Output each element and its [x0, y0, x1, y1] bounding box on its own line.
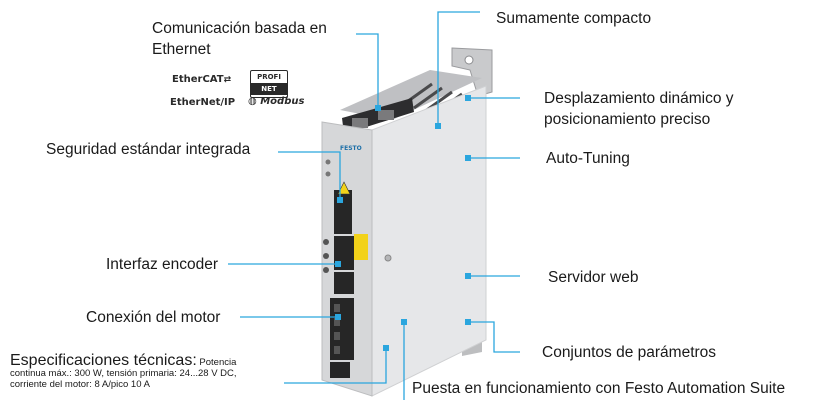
- callout-marker-encoder: [335, 261, 341, 267]
- callout-marker-motor: [335, 314, 341, 320]
- callout-line-safety: [278, 151, 341, 200]
- label-dynamic-positioning: Desplazamiento dinámico y posicionamient…: [544, 90, 734, 128]
- spec-line-1: Potencia: [199, 357, 237, 368]
- connector-screw-1: [323, 239, 329, 245]
- callout-line-compact: [437, 11, 480, 126]
- label-motor: Conexión del motor: [86, 309, 221, 326]
- callout-line-ethernet: [356, 33, 379, 108]
- connector-screw-2: [323, 253, 329, 259]
- io-connector: [334, 272, 354, 294]
- label-webserver: Servidor web: [548, 269, 639, 286]
- label-ethernet-communication: Comunicación basada en Ethernet: [152, 20, 327, 58]
- spec-line-2: continua máx.: 300 W, tensión primaria: …: [10, 368, 237, 379]
- ethernet-port-1: [352, 118, 368, 128]
- callout-marker-commissioning: [401, 319, 407, 325]
- label-commissioning: Puesta en funcionamiento con Festo Autom…: [412, 380, 786, 397]
- spec-line-3: corriente del motor: 8 A/pico 10 A: [10, 379, 150, 390]
- ethernet-port-2: [378, 110, 394, 120]
- callout-marker-ethernet: [375, 105, 381, 111]
- label-compact: Sumamente compacto: [496, 10, 652, 27]
- status-led-2: [325, 171, 331, 177]
- warning-triangle-icon: [337, 181, 351, 195]
- callout-marker-compact: [435, 123, 441, 129]
- spec-title: Especificaciones técnicas:: [10, 352, 197, 369]
- callout-marker-dynamic: [465, 95, 471, 101]
- callout-marker-autotuning: [465, 155, 471, 161]
- label-autotuning: Auto-Tuning: [546, 150, 630, 167]
- ethercat-arrows-icon: ⇄: [223, 75, 232, 85]
- callout-marker-params: [465, 319, 471, 325]
- ethercat-logo: EtherCAT⇄: [172, 74, 232, 85]
- modbus-logo: ◍ Modbus: [248, 96, 305, 107]
- label-safety: Seguridad estándar integrada: [46, 141, 251, 158]
- callout-line-params: [468, 321, 520, 353]
- callout-line-spec: [284, 348, 387, 384]
- brand-text: FESTO: [340, 145, 362, 152]
- label-encoder: Interfaz encoder: [106, 256, 219, 273]
- connector-screw-3: [323, 267, 329, 273]
- power-connector: [330, 362, 350, 378]
- technical-specifications: Especificaciones técnicas: Potencia cont…: [10, 352, 280, 391]
- label-parameters: Conjuntos de parámetros: [542, 344, 717, 361]
- status-led-1: [325, 159, 331, 165]
- callout-marker-spec: [383, 345, 389, 351]
- housing-screw: [384, 254, 392, 262]
- mounting-hole: [464, 55, 474, 65]
- modbus-globe-icon: ◍: [248, 96, 257, 107]
- ethernetip-logo: EtherNet/IP: [170, 97, 236, 108]
- encoder-label-yellow: [354, 234, 368, 260]
- motor-connector-pins: [334, 304, 340, 354]
- callout-marker-safety: [337, 197, 343, 203]
- profinet-logo: PROFI NET: [250, 70, 288, 98]
- callout-marker-webserver: [465, 273, 471, 279]
